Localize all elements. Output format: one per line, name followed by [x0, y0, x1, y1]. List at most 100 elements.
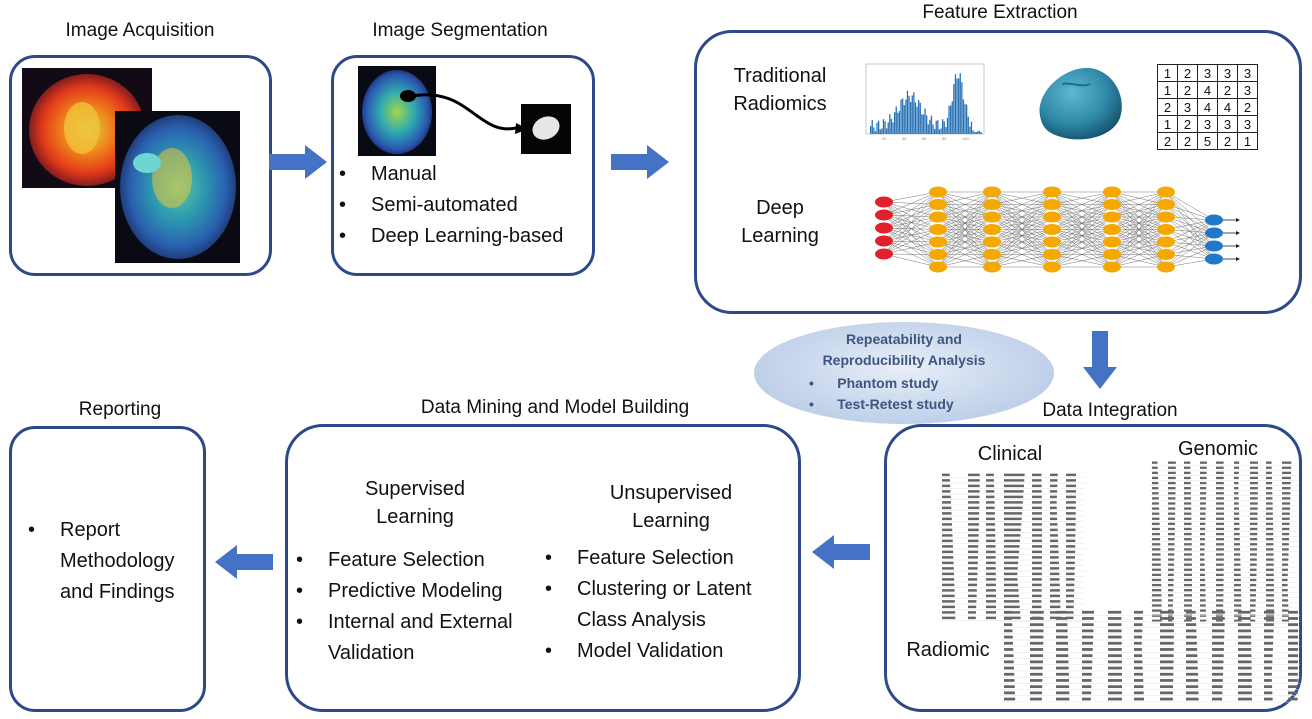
sheet-cell-text	[1134, 610, 1144, 614]
nn-node	[929, 199, 947, 210]
sheet-cell-text	[1168, 583, 1174, 587]
sheet-cell-text	[1288, 629, 1298, 633]
matrix-cell: 2	[1217, 132, 1238, 150]
sheet-cell-text	[1234, 502, 1239, 505]
nn-edge	[883, 214, 939, 230]
sheet-cell-text	[1264, 697, 1273, 701]
sheet-cell-text	[1266, 558, 1274, 561]
sheet-cell-text	[986, 512, 995, 515]
sheet-cell-text	[1004, 685, 1015, 689]
sheet-cell-text	[1066, 490, 1076, 493]
sheet-cell-text	[1004, 473, 1025, 477]
sheet-cell-text	[1212, 666, 1224, 670]
sheet-cell-text	[1066, 605, 1074, 609]
sheet-cell-text	[1212, 648, 1224, 651]
sheet-cell-text	[1282, 481, 1291, 485]
nn-node	[875, 196, 893, 208]
sheet-cell-text	[1066, 495, 1076, 499]
sheet-cell-text	[1216, 609, 1224, 612]
sheet-cell-text	[1234, 512, 1240, 515]
sheet-cell-text	[942, 605, 955, 609]
sheet-cell-text	[1066, 616, 1074, 620]
sheet-cell-text	[1082, 697, 1091, 701]
sheet-cell-text	[1066, 473, 1076, 477]
sheet-cell-text	[1250, 476, 1258, 480]
nn-node	[929, 249, 947, 260]
sheet-cell-text	[1288, 654, 1298, 658]
histogram-bar	[890, 119, 893, 134]
sheet-cell-text	[1238, 679, 1252, 682]
histogram-bar	[876, 122, 878, 134]
sheet-cell-text	[1186, 635, 1197, 639]
sheet-cell-text	[1152, 502, 1159, 505]
nn-node	[1043, 186, 1061, 198]
sheet-cell-text	[1264, 666, 1273, 670]
sheet-cell-text	[1056, 660, 1069, 664]
matrix-cell: 2	[1177, 81, 1198, 99]
sheet-cell-text	[1032, 490, 1042, 493]
histogram-bar	[902, 98, 904, 134]
nn-edge	[1165, 191, 1215, 247]
sheet-cell-text	[1282, 568, 1288, 571]
sheet-cell-text	[1108, 629, 1122, 633]
sheet-cell-text	[1216, 466, 1224, 469]
sheet-cell-text	[968, 550, 979, 554]
sheet-cell-text	[1134, 617, 1143, 620]
sheet-cell-text	[1152, 476, 1159, 480]
sheet-cell-text	[968, 528, 979, 532]
sheet-cell-text	[1152, 538, 1161, 541]
sheet-cell-text	[968, 512, 980, 515]
sheet-cell-text	[1056, 697, 1070, 701]
nn-edge	[1111, 204, 1167, 268]
matrix-cell: 2	[1157, 98, 1178, 116]
sheet-cell-text	[1184, 553, 1192, 556]
nn-edge	[1165, 229, 1215, 260]
nn-edge	[883, 214, 939, 255]
histogram-bar	[874, 131, 877, 134]
sheet-cell-text	[1266, 543, 1274, 546]
sheet-cell-text	[1050, 616, 1061, 620]
histogram-bar	[926, 115, 928, 134]
sheet-cell-text	[1216, 481, 1224, 485]
nn-node	[1103, 186, 1121, 198]
sheet-cell-text	[1108, 641, 1122, 645]
sheet-cell-text	[968, 534, 979, 537]
sheet-cell-text	[1282, 563, 1289, 566]
sheet-cell-text	[1250, 487, 1258, 490]
sheet-cell-text	[1282, 553, 1289, 556]
sheet-cell-text	[1108, 666, 1122, 670]
sheet-cell-text	[1168, 502, 1176, 505]
sheet-cell-text	[1282, 578, 1288, 582]
radiomic-data-sheet	[1000, 610, 1300, 703]
matrix-cell: 3	[1217, 115, 1238, 133]
nn-output-arrowhead	[1236, 218, 1240, 222]
sheet-cell-text	[1108, 648, 1122, 651]
sheet-cell-text	[1200, 481, 1207, 485]
sheet-cell-text	[1050, 589, 1060, 592]
sheet-cell-text	[1216, 512, 1224, 515]
sheet-cell-text	[1160, 617, 1174, 620]
sheet-cell-text	[1200, 466, 1207, 469]
sheet-cell-text	[1152, 497, 1159, 500]
sheet-cell-text	[1266, 487, 1273, 490]
histogram-bar	[873, 127, 875, 134]
sheet-cell-text	[1266, 614, 1274, 617]
reporting-list: Report Methodology and Findings	[24, 515, 204, 608]
sheet-cell-text	[1050, 512, 1058, 515]
sheet-cell-text	[1004, 534, 1021, 537]
sheet-cell-text	[1250, 502, 1258, 505]
sheet-cell-text	[1200, 583, 1206, 587]
sheet-cell-text	[986, 523, 996, 526]
sheet-cell-text	[1282, 543, 1289, 546]
sheet-cell-text	[986, 611, 996, 614]
sheet-cell-text	[1216, 497, 1224, 500]
sheet-cell-text	[1250, 492, 1258, 495]
sheet-cell-text	[1152, 471, 1158, 475]
sheet-cell-text	[1238, 635, 1252, 639]
nn-node	[1103, 211, 1121, 223]
sheet-cell-text	[1134, 654, 1143, 658]
sheet-cell-text	[1282, 614, 1289, 617]
svg-text:60: 60	[922, 136, 927, 141]
nn-node	[1205, 227, 1223, 239]
histogram-bar	[895, 106, 897, 134]
